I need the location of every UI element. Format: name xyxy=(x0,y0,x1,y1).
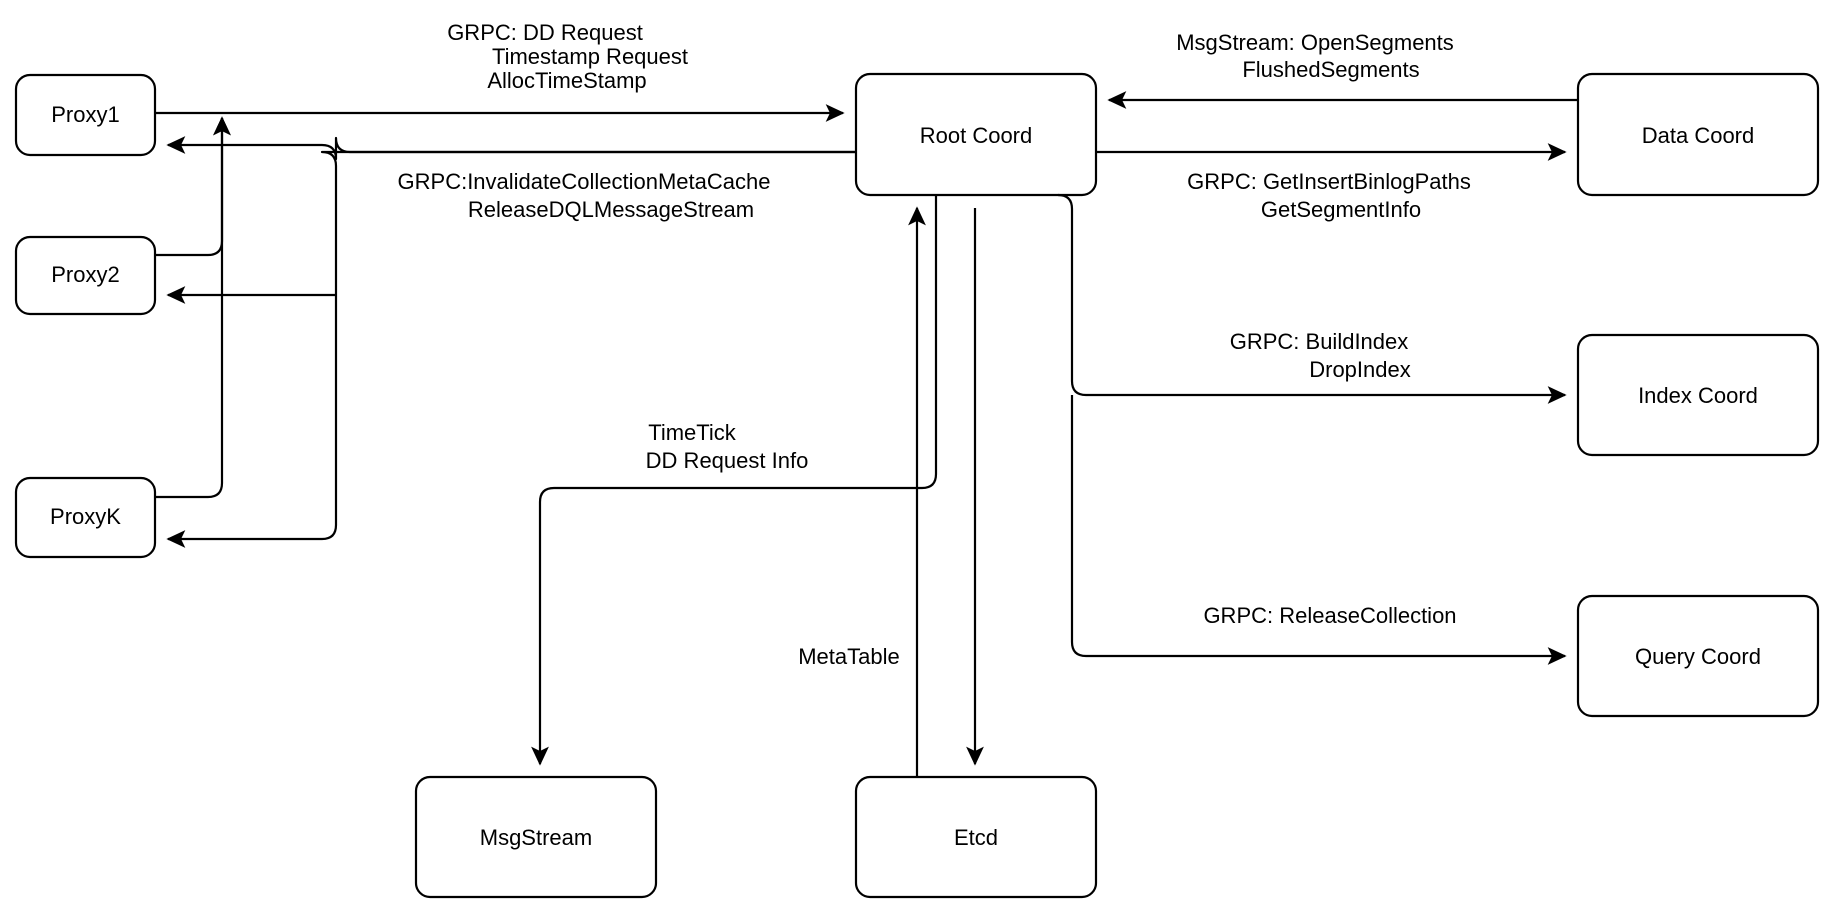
node-rootcoord[interactable]: Root Coord xyxy=(854,72,1098,197)
edge-label-root-to-proxy-line2: ReleaseDQLMessageStream xyxy=(468,197,754,222)
node-proxyk-label: ProxyK xyxy=(50,504,121,529)
edge-label-proxy-to-root-line1: GRPC: DD Request xyxy=(447,20,643,45)
node-rootcoord-label: Root Coord xyxy=(920,123,1033,148)
node-proxyk-box xyxy=(14,476,157,559)
node-proxy2-box xyxy=(14,235,157,316)
node-indexcoord-box xyxy=(1576,333,1820,457)
edge-proxyk-to-rootcoord xyxy=(155,116,231,499)
node-etcd-box xyxy=(854,775,1098,899)
edge-label-root-to-query-line1: GRPC: ReleaseCollection xyxy=(1203,603,1456,628)
edge-label-root-to-etcd: MetaTable xyxy=(798,644,900,669)
edge-label-root-to-index-line1: GRPC: BuildIndex xyxy=(1230,329,1409,354)
edge-rootcoord-to-msgstream xyxy=(531,195,938,766)
node-msgstream[interactable]: MsgStream xyxy=(414,775,658,899)
node-etcd-label: Etcd xyxy=(954,825,998,850)
edge-proxy2-to-rootcoord xyxy=(155,116,231,257)
edge-rootcoord-to-querycoord xyxy=(1070,395,1567,665)
node-msgstream-box xyxy=(414,775,658,899)
edge-label-root-to-index: GRPC: BuildIndex DropIndex xyxy=(1230,329,1411,382)
node-indexcoord-label: Index Coord xyxy=(1638,383,1758,408)
edge-label-data-to-root-line2: FlushedSegments xyxy=(1242,57,1419,82)
node-proxy1-box xyxy=(14,73,157,157)
node-proxy2[interactable]: Proxy2 xyxy=(14,235,157,316)
edge-label-root-to-data-line1: GRPC: GetInsertBinlogPaths xyxy=(1187,169,1471,194)
node-etcd[interactable]: Etcd xyxy=(854,775,1098,899)
edge-label-root-to-msgstream: TimeTick DD Request Info xyxy=(646,420,809,473)
edge-rootcoord-to-proxyk xyxy=(166,150,856,548)
node-proxy1[interactable]: Proxy1 xyxy=(14,73,157,157)
node-querycoord-box xyxy=(1576,594,1820,718)
edge-label-proxy-to-root-line2: Timestamp Request xyxy=(492,44,688,69)
edge-rootcoord-to-indexcoord xyxy=(1057,193,1567,404)
edge-label-root-to-etcd-line1: MetaTable xyxy=(798,644,900,669)
node-proxy2-label: Proxy2 xyxy=(51,262,119,287)
node-rootcoord-box xyxy=(854,72,1098,197)
edge-label-root-to-msgstream-line1: TimeTick xyxy=(648,420,737,445)
edge-label-data-to-root-line1: MsgStream: OpenSegments xyxy=(1176,30,1454,55)
edge-label-root-to-data-line2: GetSegmentInfo xyxy=(1261,197,1421,222)
node-datacoord-box xyxy=(1576,72,1820,197)
node-proxy1-label: Proxy1 xyxy=(51,102,119,127)
edge-rootcoord-to-proxy1 xyxy=(166,136,856,161)
node-querycoord[interactable]: Query Coord xyxy=(1576,594,1820,718)
edge-label-data-to-root: MsgStream: OpenSegments FlushedSegments xyxy=(1176,30,1454,82)
node-querycoord-label: Query Coord xyxy=(1635,644,1761,669)
edge-label-proxy-to-root: GRPC: DD Request Timestamp Request Alloc… xyxy=(447,20,688,93)
node-indexcoord[interactable]: Index Coord xyxy=(1576,333,1820,457)
edge-label-root-to-query: GRPC: ReleaseCollection xyxy=(1203,603,1456,628)
node-datacoord-label: Data Coord xyxy=(1642,123,1755,148)
node-msgstream-label: MsgStream xyxy=(480,825,592,850)
edge-label-proxy-to-root-line3: AllocTimeStamp xyxy=(487,68,646,93)
edge-label-root-to-index-line2: DropIndex xyxy=(1309,357,1411,382)
edge-label-root-to-data: GRPC: GetInsertBinlogPaths GetSegmentInf… xyxy=(1187,169,1471,222)
edge-label-root-to-proxy: GRPC:InvalidateCollectionMetaCache Relea… xyxy=(398,169,771,222)
edge-label-root-to-msgstream-line2: DD Request Info xyxy=(646,448,809,473)
node-proxyk[interactable]: ProxyK xyxy=(14,476,157,559)
edge-label-root-to-proxy-line1: GRPC:InvalidateCollectionMetaCache xyxy=(398,169,771,194)
node-datacoord[interactable]: Data Coord xyxy=(1576,72,1820,197)
